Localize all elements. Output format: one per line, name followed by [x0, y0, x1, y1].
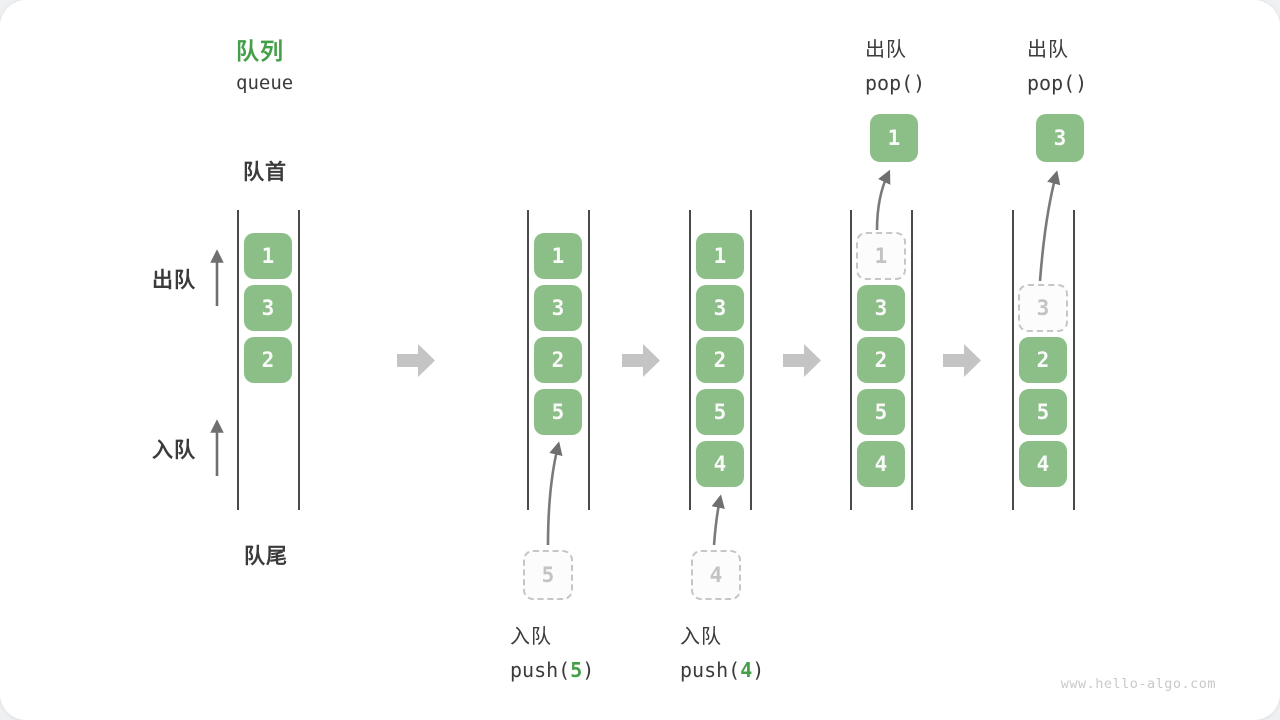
- queue-cell: 5: [1019, 389, 1067, 435]
- queue-cell: 3: [857, 285, 905, 331]
- queue-cell: 4: [1019, 441, 1067, 487]
- queue-cell: 3: [534, 285, 582, 331]
- push-operation-label: 入队 push(5): [510, 620, 594, 682]
- queue-cell: 4: [696, 441, 744, 487]
- pop-3-arrow-icon: [1038, 170, 1061, 282]
- queue-rail: [588, 210, 590, 510]
- op-code-arg: 5: [570, 658, 583, 682]
- queue-cell: 5: [857, 389, 905, 435]
- queue-cell: 3: [244, 285, 292, 331]
- queue-rail: [298, 210, 300, 510]
- queue-rail: [1012, 210, 1014, 510]
- dequeue-side-label: 出队: [152, 269, 196, 292]
- page-subtitle: queue: [236, 72, 294, 94]
- op-code-text: pop(): [865, 71, 926, 95]
- queue-cell: 2: [857, 337, 905, 383]
- queue-cell: 5: [696, 389, 744, 435]
- flow-arrow-icon: [783, 344, 821, 377]
- queue-front-label: 队首: [243, 161, 287, 184]
- op-code-post: ): [752, 658, 765, 682]
- queue-rail: [689, 210, 691, 510]
- flow-arrow-icon: [622, 344, 660, 377]
- pending-value-box: 4: [691, 550, 741, 600]
- op-code-text: push(4): [680, 658, 764, 682]
- queue-rail: [911, 210, 913, 510]
- op-action-text: 出队: [1027, 39, 1069, 61]
- queue-rear-label: 队尾: [244, 545, 288, 568]
- queue-cell-dashed: 1: [856, 232, 906, 280]
- queue-cell: 3: [696, 285, 744, 331]
- pop-operation-label: 出队 pop(): [865, 33, 925, 95]
- page-title: 队列: [236, 38, 284, 64]
- op-code-pre: push(: [510, 658, 571, 682]
- op-code-text: push(5): [510, 658, 594, 682]
- push-5-arrow-icon: [546, 441, 563, 546]
- queue-rail: [1073, 210, 1075, 510]
- queue-cell: 2: [696, 337, 744, 383]
- op-action-text: 入队: [510, 626, 552, 648]
- flow-arrow-icon: [943, 344, 981, 377]
- queue-cell: 1: [696, 233, 744, 279]
- queue-rail: [750, 210, 752, 510]
- pop-operation-label: 出队 pop(): [1027, 33, 1087, 95]
- push-operation-label: 入队 push(4): [680, 620, 764, 682]
- pending-value-box: 5: [523, 550, 573, 600]
- queue-rail: [850, 210, 852, 510]
- op-action-text: 入队: [680, 626, 722, 648]
- flow-arrow-icon: [397, 344, 435, 377]
- op-code-pre: push(: [680, 658, 741, 682]
- op-code-post: ): [582, 658, 595, 682]
- queue-cell: 1: [534, 233, 582, 279]
- enqueue-side-label: 入队: [152, 439, 196, 462]
- popped-value-box: 1: [870, 114, 918, 162]
- queue-cell: 2: [1019, 337, 1067, 383]
- queue-rail: [527, 210, 529, 510]
- op-code-text: pop(): [1027, 71, 1088, 95]
- popped-value-box: 3: [1036, 114, 1084, 162]
- op-action-text: 出队: [865, 39, 907, 61]
- pop-1-arrow-icon: [875, 169, 891, 231]
- queue-cell: 2: [534, 337, 582, 383]
- queue-rail: [237, 210, 239, 510]
- queue-cell: 4: [857, 441, 905, 487]
- queue-cell: 2: [244, 337, 292, 383]
- op-code-arg: 4: [740, 658, 753, 682]
- push-4-arrow-icon: [711, 494, 725, 546]
- queue-cell-dashed: 3: [1018, 284, 1068, 332]
- watermark: www.hello-algo.com: [1060, 676, 1216, 692]
- queue-cell: 1: [244, 233, 292, 279]
- queue-cell: 5: [534, 389, 582, 435]
